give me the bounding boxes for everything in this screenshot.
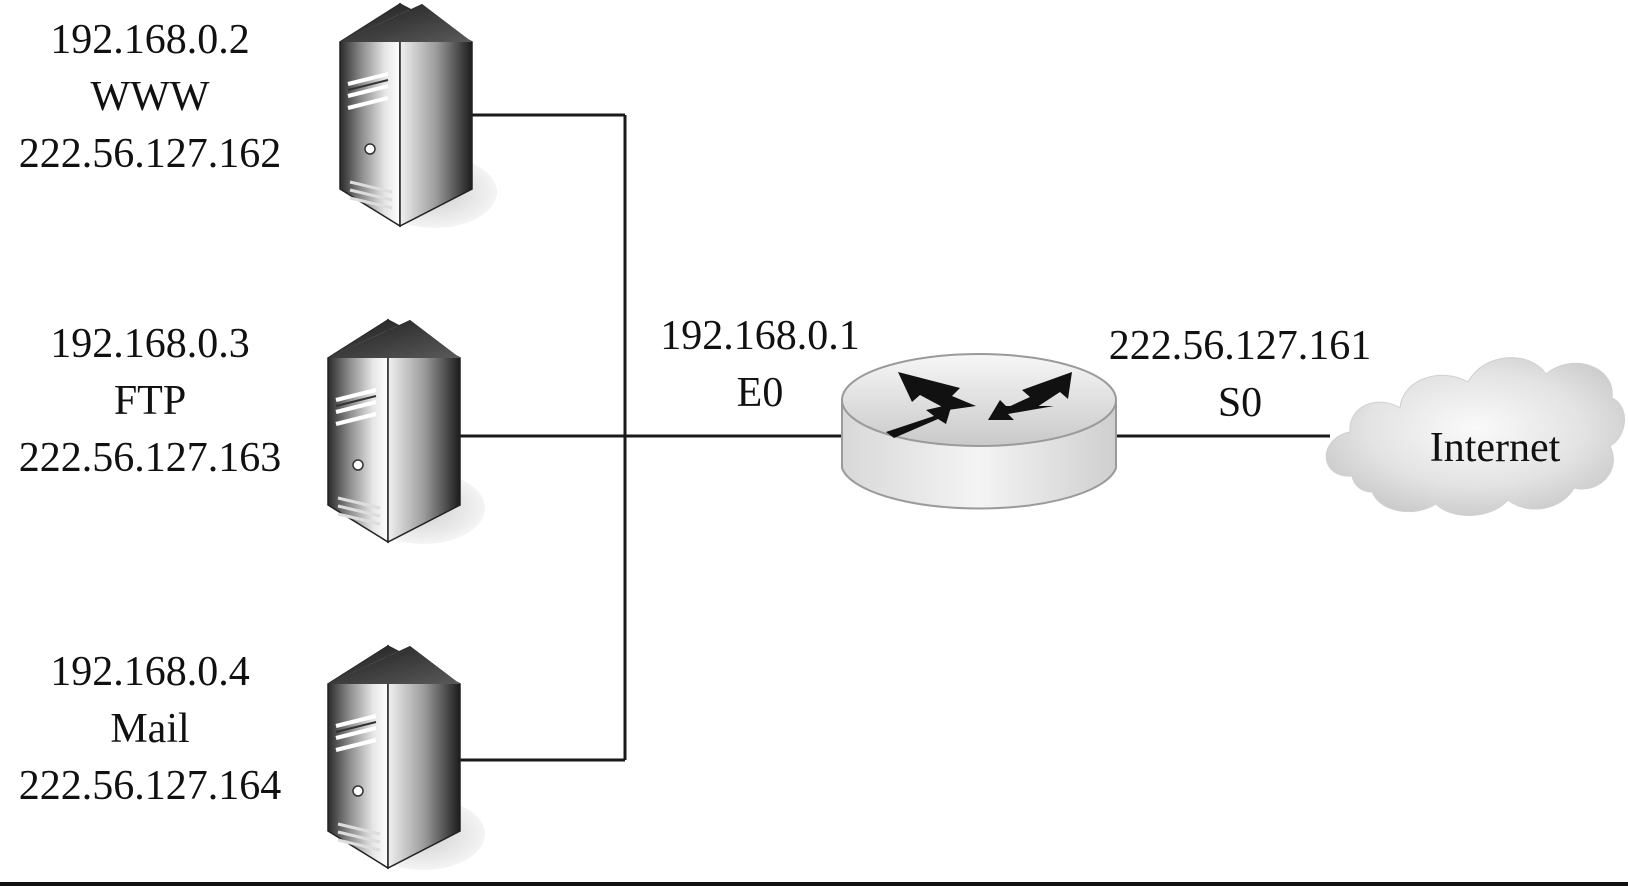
www-public-ip: 222.56.127.162 <box>18 131 282 177</box>
ftp-service-name: FTP <box>113 378 187 424</box>
ftp-server-icon <box>326 318 487 546</box>
router-s0-label: 222.56.127.161 S0 <box>1090 318 1390 432</box>
internet-label: Internet <box>1429 425 1561 471</box>
router-s0-name: S0 <box>1217 380 1263 426</box>
router-s0-ip: 222.56.127.161 <box>1108 323 1372 369</box>
internet-cloud-icon <box>1325 357 1625 516</box>
www-private-ip: 192.168.0.2 <box>50 17 250 63</box>
mail-public-ip: 222.56.127.164 <box>18 763 282 809</box>
router-e0-name: E0 <box>736 370 784 416</box>
ftp-private-ip: 192.168.0.3 <box>50 321 250 367</box>
ftp-server-label: 192.168.0.3 FTP 222.56.127.163 <box>0 316 300 487</box>
connection-lines <box>455 113 1330 762</box>
router-e0-ip: 192.168.0.1 <box>660 313 860 359</box>
www-server-label: 192.168.0.2 WWW 222.56.127.162 <box>0 12 300 183</box>
mail-server-label: 192.168.0.4 Mail 222.56.127.164 <box>0 644 300 815</box>
ftp-public-ip: 222.56.127.163 <box>18 435 282 481</box>
bottom-border <box>0 882 1628 886</box>
mail-private-ip: 192.168.0.4 <box>50 649 250 695</box>
www-service-name: WWW <box>90 74 210 120</box>
router-icon <box>841 353 1117 510</box>
mail-server-icon <box>326 644 487 872</box>
router-e0-label: 192.168.0.1 E0 <box>640 308 880 422</box>
mail-service-name: Mail <box>110 706 190 752</box>
